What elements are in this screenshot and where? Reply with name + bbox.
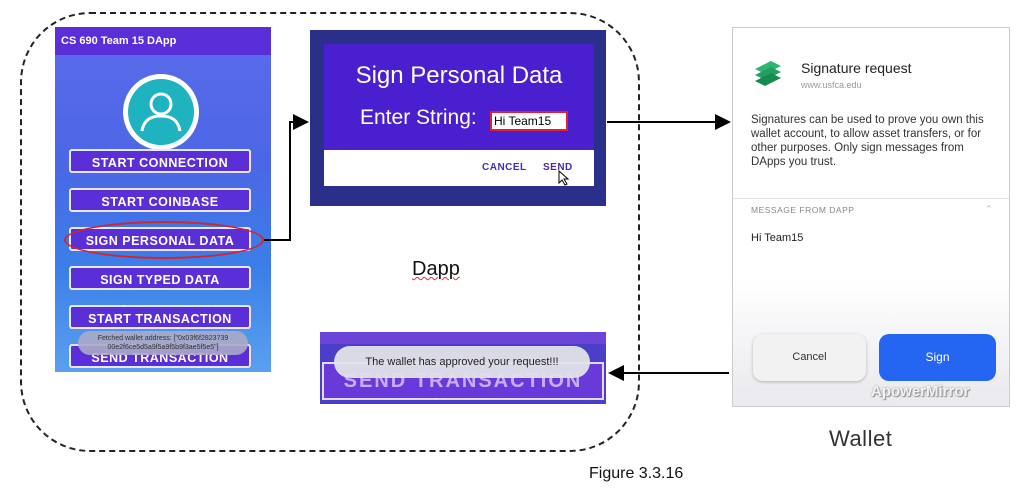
highlight-oval bbox=[64, 221, 264, 259]
user-avatar-icon bbox=[128, 79, 194, 145]
sign-personal-data-dialog: Sign Personal Data Enter String: Hi Team… bbox=[310, 30, 606, 206]
dialog-actions: CANCEL SEND bbox=[324, 150, 594, 186]
top-strip bbox=[320, 332, 606, 344]
approved-screenshot: SEND TRANSACTION The wallet has approved… bbox=[320, 332, 606, 404]
chevron-up-icon[interactable]: ⌃ bbox=[985, 204, 993, 214]
message-content: Hi Team15 bbox=[751, 232, 804, 244]
app-title-bar: CS 690 Team 15 DApp bbox=[55, 27, 271, 55]
dialog-prompt: Enter String: bbox=[360, 106, 477, 129]
figure-caption: Figure 3.3.16 bbox=[589, 465, 684, 482]
dialog-title: Sign Personal Data bbox=[355, 62, 563, 89]
wallet-logo-icon bbox=[755, 61, 781, 86]
wallet-phone-screen: Signature request www.usfca.edu Signatur… bbox=[732, 27, 1010, 407]
dapp-phone-screen: CS 690 Team 15 DApp START CONNECTION STA… bbox=[55, 27, 271, 372]
approved-toast: The wallet has approved your request!!! bbox=[334, 346, 590, 378]
cursor-icon bbox=[558, 170, 570, 186]
mirror-watermark: ApowerMirror bbox=[871, 383, 970, 400]
wallet-address-toast: Fetched wallet address: ["0x03f6f2823739… bbox=[78, 331, 248, 355]
start-connection-button[interactable]: START CONNECTION bbox=[69, 149, 251, 173]
start-coinbase-button[interactable]: START COINBASE bbox=[69, 188, 251, 212]
dialog-send-button[interactable]: SEND bbox=[543, 162, 573, 173]
dapp-label: Dapp bbox=[412, 258, 460, 280]
message-header: MESSAGE FROM DAPP bbox=[751, 205, 855, 215]
wallet-label: Wallet bbox=[829, 426, 893, 451]
wallet-cancel-button[interactable]: Cancel bbox=[753, 334, 866, 381]
divider bbox=[733, 198, 1009, 199]
sign-typed-data-button[interactable]: SIGN TYPED DATA bbox=[69, 266, 251, 290]
dialog-header: Sign Personal Data Enter String: Hi Team… bbox=[324, 44, 594, 164]
arrow-to-dialog bbox=[264, 114, 309, 241]
string-input[interactable]: Hi Team15 bbox=[490, 111, 568, 131]
signature-request-title: Signature request bbox=[801, 60, 912, 76]
wallet-sign-button[interactable]: Sign bbox=[879, 334, 996, 381]
start-transaction-button[interactable]: START TRANSACTION bbox=[69, 305, 251, 329]
signature-description: Signatures can be used to prove you own … bbox=[751, 114, 984, 168]
dapp-region-border bbox=[20, 12, 640, 452]
dialog-cancel-button[interactable]: CANCEL bbox=[482, 162, 527, 173]
request-origin-url: www.usfca.edu bbox=[801, 80, 862, 90]
